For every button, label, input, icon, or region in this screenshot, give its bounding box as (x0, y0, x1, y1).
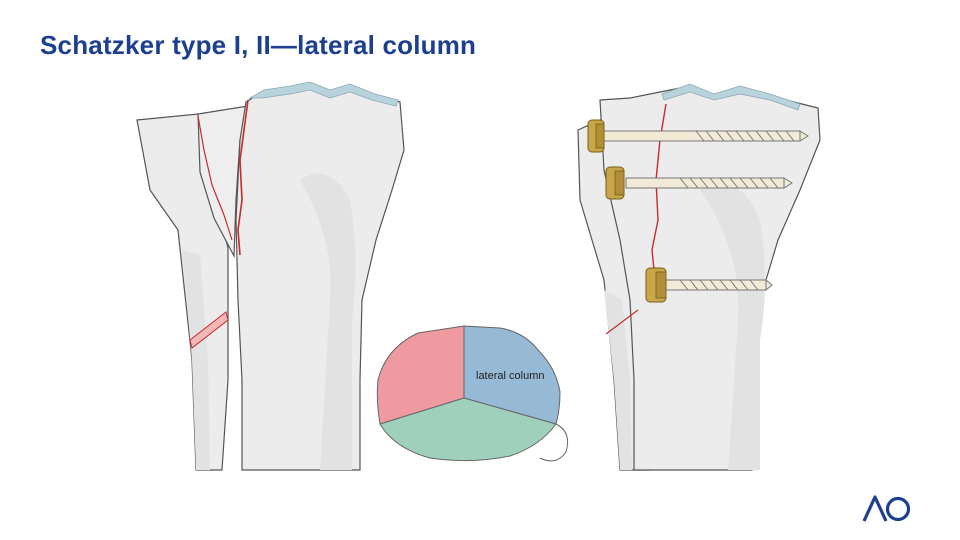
fibula-fracture-left (189, 311, 229, 349)
plateau-columns-diagram: lateral column (376, 325, 569, 462)
screw-middle (605, 166, 793, 200)
screw-upper (587, 119, 809, 153)
screw-lower (645, 267, 773, 303)
lateral-column-label: lateral column (476, 370, 544, 382)
lateral-column-region (463, 325, 561, 425)
cartilage-right (661, 83, 801, 111)
fixed-tibia-illustration (577, 83, 821, 471)
posterior-column-region (379, 397, 557, 462)
cartilage-left (248, 81, 399, 107)
fracture-line-left (237, 99, 249, 256)
fractured-tibia-illustration (136, 81, 405, 471)
slide-title: Schatzker type I, II—lateral column (40, 30, 477, 60)
fibula-head-outline (539, 423, 569, 462)
ao-logo (862, 495, 911, 522)
medial-column-region (376, 325, 465, 425)
